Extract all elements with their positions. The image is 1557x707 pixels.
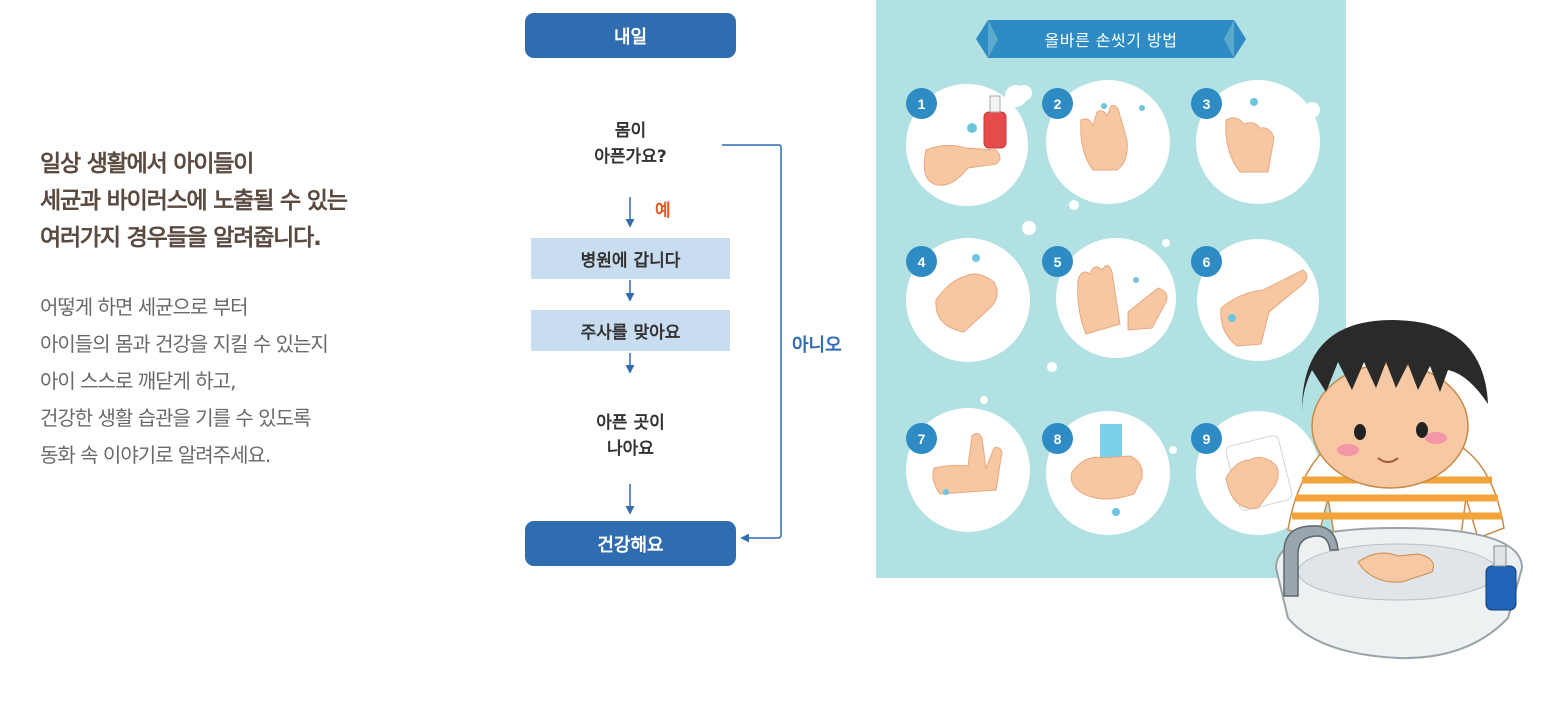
faucet xyxy=(1283,525,1339,597)
hair xyxy=(1302,320,1488,412)
handwashing-poster: 올바른 손씻기 방법 1 2 3 4 5 6 7 8 9 xyxy=(876,0,1346,578)
result-node: 아픈 곳이 나아요 xyxy=(531,410,730,462)
intro-heading: 일상 생활에서 아이들이 세균과 바이러스에 노출될 수 있는 여러가지 경우들… xyxy=(40,146,440,257)
boy-washing-hands-illustration xyxy=(1274,320,1524,660)
start-node: 내일 xyxy=(525,13,736,58)
intro-heading-line: 세균과 바이러스에 노출될 수 있는 xyxy=(40,188,348,214)
title-ribbon xyxy=(976,20,1246,58)
yes-label: 예 xyxy=(655,201,671,221)
result-line: 나아요 xyxy=(607,439,654,459)
intro-body-line: 아이 스스로 깨닫게 하고, xyxy=(40,369,236,393)
water-drops xyxy=(943,98,1258,516)
step-badge: 8 xyxy=(1042,423,1073,454)
intro-section: 일상 생활에서 아이들이 세균과 바이러스에 노출될 수 있는 여러가지 경우들… xyxy=(40,146,440,474)
intro-body-line: 건강한 생활 습관을 기를 수 있도록 xyxy=(40,406,311,430)
intro-heading-line: 여러가지 경우들을 알려줍니다. xyxy=(40,225,322,251)
step-badge: 6 xyxy=(1191,246,1222,277)
left-cheek xyxy=(1337,444,1359,456)
hands-in-sink xyxy=(1357,552,1434,583)
intro-body-line: 어떻게 하면 세균으로 부터 xyxy=(40,295,248,319)
step-badge: 3 xyxy=(1191,88,1222,119)
result-line: 아픈 곳이 xyxy=(596,413,665,433)
step-hospital: 병원에 갑니다 xyxy=(531,238,730,279)
step-badge: 4 xyxy=(906,246,937,277)
poster-title: 올바른 손씻기 방법 xyxy=(1044,31,1178,50)
soap-pump xyxy=(1493,545,1507,567)
intro-body-line: 동화 속 이야기로 알려주세요. xyxy=(40,443,271,467)
question-line: 아픈가요? xyxy=(594,147,667,167)
intro-body-line: 아이들의 몸과 건강을 지킬 수 있는지 xyxy=(40,332,329,356)
arrow-no xyxy=(722,144,782,543)
step-badge: 1 xyxy=(906,88,937,119)
step-badge: 9 xyxy=(1191,423,1222,454)
hand-illustrations xyxy=(923,95,1308,511)
mouth xyxy=(1377,457,1399,463)
step-badge: 5 xyxy=(1042,246,1073,277)
question-line: 몸이 xyxy=(614,121,647,141)
intro-body: 어떻게 하면 세균으로 부터 아이들의 몸과 건강을 지킬 수 있는지 아이 스… xyxy=(40,289,440,474)
no-label: 아니오 xyxy=(792,335,842,356)
soap-bottle xyxy=(1485,565,1517,611)
face xyxy=(1311,363,1469,489)
step-injection: 주사를 맞아요 xyxy=(531,310,730,351)
left-eye xyxy=(1354,424,1366,440)
poster-artwork xyxy=(906,20,1320,535)
flowchart-connectors xyxy=(625,144,782,543)
right-cheek xyxy=(1425,432,1447,444)
end-node: 건강해요 xyxy=(525,521,736,566)
step-badge: 2 xyxy=(1042,88,1073,119)
step-badge: 7 xyxy=(906,423,937,454)
intro-heading-line: 일상 생활에서 아이들이 xyxy=(40,151,254,177)
right-eye xyxy=(1416,422,1428,438)
question-node: 몸이 아픈가요? xyxy=(531,118,730,170)
